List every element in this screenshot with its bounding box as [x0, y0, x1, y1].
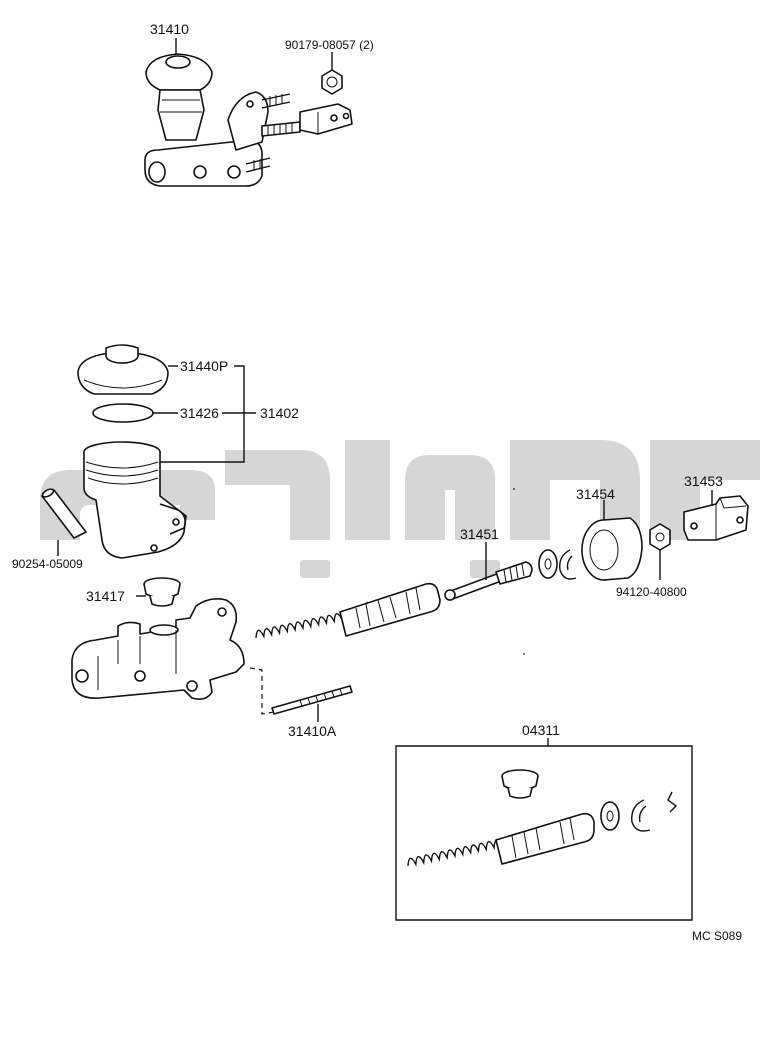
nut-top-part	[321, 69, 343, 95]
pin-part	[41, 488, 87, 539]
label-grommet: 31417	[86, 588, 125, 604]
label-nut-top: 90179-08057 (2)	[285, 38, 374, 52]
label-lock-nut: 94120-40800	[616, 585, 687, 599]
reservoir-body-part	[83, 441, 187, 559]
push-rod-part	[444, 561, 533, 601]
kit-washer-part	[600, 801, 620, 831]
label-boot: 31454	[576, 486, 615, 502]
stud-guide-dashed	[249, 667, 275, 715]
label-repair-kit: 04311	[522, 722, 560, 738]
grommet-part	[143, 577, 181, 607]
washer-part	[538, 549, 558, 579]
scan-dot	[513, 488, 515, 490]
stud-part	[271, 685, 353, 715]
spring-piston-part	[255, 582, 441, 639]
boot-part	[581, 517, 643, 581]
master-cylinder-assembly-top	[144, 53, 353, 187]
kit-spring-piston-part	[407, 812, 595, 867]
watermark-logo	[40, 440, 760, 578]
reservoir-cap-part	[77, 344, 169, 395]
label-stud: 31410A	[288, 723, 337, 739]
kit-clip-part	[667, 791, 678, 813]
label-assembly-top: 31410	[150, 21, 189, 37]
label-reservoir-kit: 31402	[260, 405, 299, 421]
label-push-rod: 31451	[460, 526, 499, 542]
kit-snap-ring-part	[631, 799, 651, 832]
label-reservoir-cap: 31440P	[180, 358, 228, 374]
label-clevis: 31453	[684, 473, 723, 489]
cylinder-body-part	[71, 598, 245, 700]
lock-nut-part	[649, 523, 671, 551]
clevis-part	[683, 495, 749, 541]
figure-code: MC S089	[692, 929, 742, 943]
bracket-reservoir-kit	[158, 365, 256, 463]
label-pin: 90254-05009	[12, 557, 83, 571]
scan-dot	[523, 653, 525, 655]
snap-ring-part	[559, 549, 577, 580]
cap-seal-part	[92, 403, 154, 423]
kit-grommet-part	[501, 769, 539, 799]
label-cap-seal: 31426	[180, 405, 219, 421]
repair-kit-frame	[395, 745, 693, 921]
